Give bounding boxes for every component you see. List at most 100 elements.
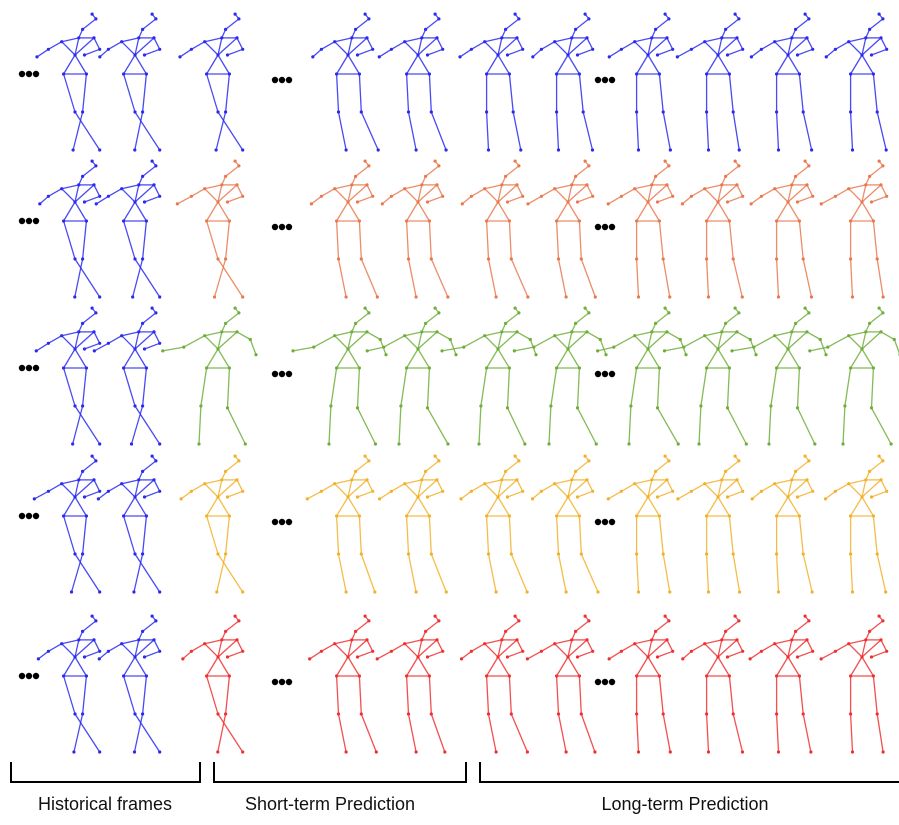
skeleton-joint bbox=[570, 36, 574, 40]
skeleton-joint bbox=[773, 334, 777, 338]
skeleton-joint bbox=[182, 345, 186, 349]
skeleton-joint bbox=[877, 306, 881, 310]
skeleton-joint bbox=[224, 629, 228, 633]
skeleton-bone bbox=[655, 312, 670, 324]
skeleton-joint bbox=[627, 442, 631, 446]
skeleton-joint bbox=[346, 495, 350, 499]
skeleton-joint bbox=[437, 17, 441, 21]
skeleton-joint bbox=[754, 353, 758, 357]
skeleton-bone bbox=[586, 37, 594, 50]
skeleton-bone bbox=[93, 184, 101, 197]
skeleton-joint bbox=[661, 257, 665, 261]
skeleton-bone bbox=[487, 258, 497, 298]
skeleton-joint bbox=[500, 478, 504, 482]
skeleton-joint bbox=[720, 183, 724, 187]
skeleton-joint bbox=[35, 55, 39, 59]
skeleton-bone bbox=[809, 346, 828, 352]
skeleton-joint bbox=[646, 347, 650, 351]
skeleton-joint bbox=[737, 590, 742, 594]
skeleton-bone bbox=[557, 258, 567, 298]
skeleton-joint bbox=[73, 347, 77, 351]
skeleton-joint bbox=[636, 295, 641, 299]
skeleton-joint bbox=[137, 638, 141, 642]
skeleton-joint bbox=[154, 311, 158, 315]
skeleton-bone bbox=[355, 312, 370, 324]
skeleton-joint bbox=[60, 482, 64, 486]
skeleton-joint bbox=[515, 36, 519, 40]
skeleton-bone bbox=[704, 331, 722, 337]
skeleton-bone bbox=[292, 346, 314, 352]
skeleton-bone bbox=[621, 188, 636, 197]
skeleton-joint bbox=[703, 482, 707, 486]
skeleton-joint bbox=[496, 495, 500, 499]
skeleton-joint bbox=[504, 629, 508, 633]
skeleton-bone bbox=[749, 650, 762, 660]
skeleton-bone bbox=[728, 675, 734, 715]
skeleton-joint bbox=[420, 638, 424, 642]
skeleton-bone bbox=[893, 339, 899, 354]
skeleton-joint bbox=[374, 750, 378, 754]
skeleton-bone bbox=[417, 479, 438, 498]
skeleton-joint bbox=[237, 311, 241, 315]
skeleton-bone bbox=[217, 201, 230, 222]
skeleton-joint bbox=[703, 642, 707, 646]
skeleton-bone bbox=[430, 553, 447, 593]
skeleton-bone bbox=[358, 675, 362, 715]
skeleton-joint bbox=[740, 295, 744, 299]
skeleton-bone bbox=[74, 184, 80, 203]
skeleton-bone bbox=[108, 483, 123, 492]
skeleton-joint bbox=[458, 55, 462, 59]
skeleton-joint bbox=[427, 72, 431, 76]
skeleton-bone bbox=[795, 18, 810, 30]
skeleton-joint bbox=[805, 330, 809, 334]
skeleton-joint bbox=[94, 311, 98, 315]
skeleton-bone bbox=[153, 37, 161, 50]
skeleton-joint bbox=[150, 454, 154, 458]
skeleton-joint bbox=[741, 489, 745, 493]
skeleton-bone bbox=[725, 312, 740, 324]
skeleton-bone bbox=[347, 496, 360, 517]
skeleton-joint bbox=[519, 148, 523, 152]
skeleton-bone bbox=[217, 639, 223, 658]
skeleton-joint bbox=[483, 642, 487, 646]
skeleton-joint bbox=[92, 330, 96, 334]
skeleton-joint bbox=[797, 514, 802, 518]
skeleton-joint bbox=[235, 330, 239, 334]
skeleton-joint bbox=[376, 148, 380, 152]
skeleton-joint bbox=[133, 495, 137, 499]
skeleton-joint bbox=[879, 478, 883, 482]
skeleton-joint bbox=[665, 330, 669, 334]
skeleton-joint bbox=[805, 183, 809, 187]
skeleton-bone bbox=[774, 184, 792, 190]
skeleton-joint bbox=[725, 495, 730, 499]
skeleton-bone bbox=[142, 165, 157, 177]
skeleton-joint bbox=[494, 750, 498, 754]
skeleton-bone bbox=[516, 639, 524, 652]
skeleton-bone bbox=[134, 111, 144, 151]
skeleton-bone bbox=[776, 54, 789, 75]
skeleton-bone bbox=[751, 490, 762, 500]
skeleton-bone bbox=[74, 331, 95, 350]
skeleton-bone bbox=[861, 37, 867, 56]
skeleton-bone bbox=[554, 335, 569, 350]
skeleton-bone bbox=[774, 188, 789, 203]
skeleton-bone bbox=[358, 73, 362, 113]
skeleton-bone bbox=[705, 111, 710, 151]
skeleton-joint bbox=[158, 194, 162, 198]
skeleton-joint bbox=[483, 334, 487, 338]
skeleton-bone bbox=[497, 479, 518, 498]
skeleton-joint bbox=[636, 750, 641, 754]
skeleton-joint bbox=[515, 183, 519, 187]
skeleton-joint bbox=[363, 12, 367, 16]
skeleton-joint bbox=[556, 712, 561, 716]
skeleton-bone bbox=[74, 37, 95, 56]
skeleton-joint bbox=[662, 349, 667, 353]
skeleton-joint bbox=[84, 72, 88, 76]
skeleton-bone bbox=[704, 184, 722, 190]
skeleton-joint bbox=[132, 590, 136, 594]
skeleton-bone bbox=[497, 348, 510, 369]
skeleton-bone bbox=[717, 201, 730, 222]
skeleton-joint bbox=[233, 306, 237, 310]
skeleton-bone bbox=[787, 639, 793, 658]
skeleton-joint bbox=[73, 495, 77, 499]
